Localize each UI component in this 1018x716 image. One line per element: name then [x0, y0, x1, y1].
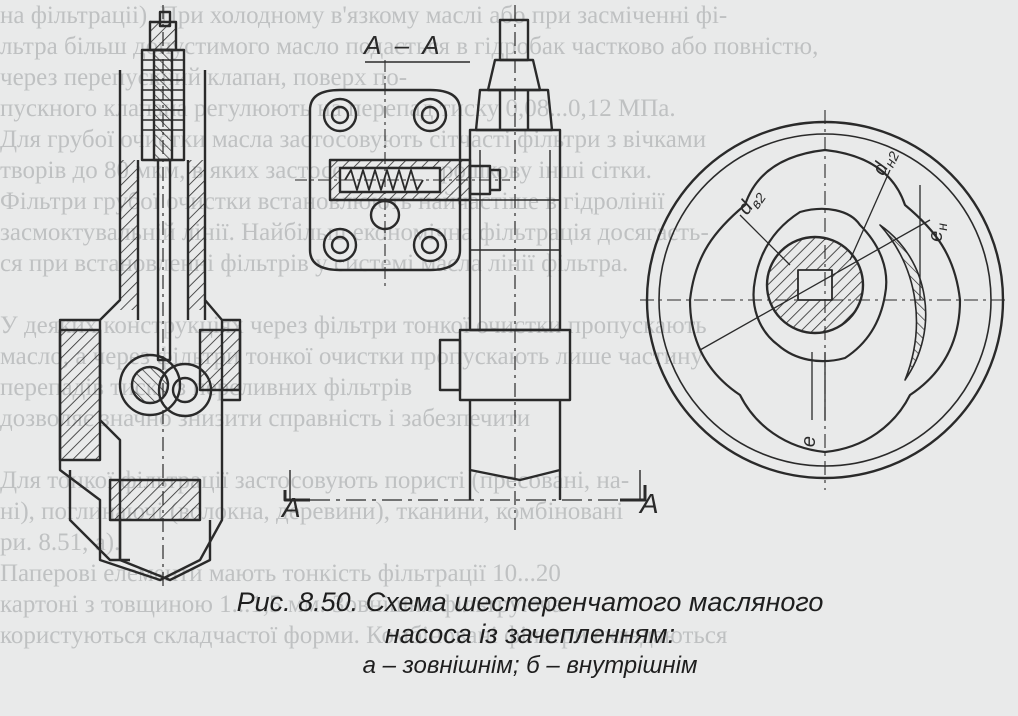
dim-e: е	[798, 435, 821, 448]
section-mark-right: А	[640, 488, 659, 519]
caption-line-2: насоса із зачепленням:	[384, 619, 676, 649]
bg-line: У деяких конструкціях через фільтри тонк…	[0, 312, 707, 339]
dim-eh: ен	[924, 223, 950, 242]
bg-line: картоні з товщиною 1...1,5 мм. Зовнішня …	[0, 591, 563, 618]
section-label-a-a: А – А	[364, 30, 443, 60]
bg-line: льтра більш допустимого масло подається …	[0, 33, 819, 60]
relief-valve-section	[295, 60, 510, 290]
background-bleed-text: на фільтраціі). При холодному в'язкому м…	[0, 2, 819, 649]
external-gear-pump-section	[58, 5, 242, 590]
external-gear-pump-view	[438, 5, 572, 530]
section-line-marks	[283, 61, 647, 502]
figure-caption: Рис. 8.50. Схема шестеренчатого масляног…	[180, 586, 880, 682]
caption-line-1: Рис. 8.50. Схема шестеренчатого масляног…	[236, 587, 824, 617]
caption-line-3: а – зовнішнім; б – внутрішнім	[362, 652, 698, 679]
internal-gear-pump-view	[640, 110, 1010, 490]
bg-line: Паперові елементи мають тонкість фільтра…	[0, 560, 561, 587]
bg-line: Для тонкої фільтрації застосовують порис…	[0, 467, 630, 494]
bg-line: на фільтраціі). При холодному в'язкому м…	[0, 2, 728, 29]
bg-line: масло, а через фільтри тонкої очистки пр…	[0, 343, 703, 370]
section-mark-left: А	[282, 492, 301, 523]
bg-line: засмоктувальній лінії. Найбільш економіч…	[0, 219, 709, 246]
bg-line: ні), поглинаючі (волокна, деревини), тка…	[0, 498, 624, 525]
bg-line: користуються складчастої форми. Комбінов…	[0, 622, 728, 649]
bg-line: через перепускний клапан, поверх по-	[0, 64, 408, 91]
bg-line: Для грубої очистки масла застосовують сі…	[0, 126, 707, 153]
